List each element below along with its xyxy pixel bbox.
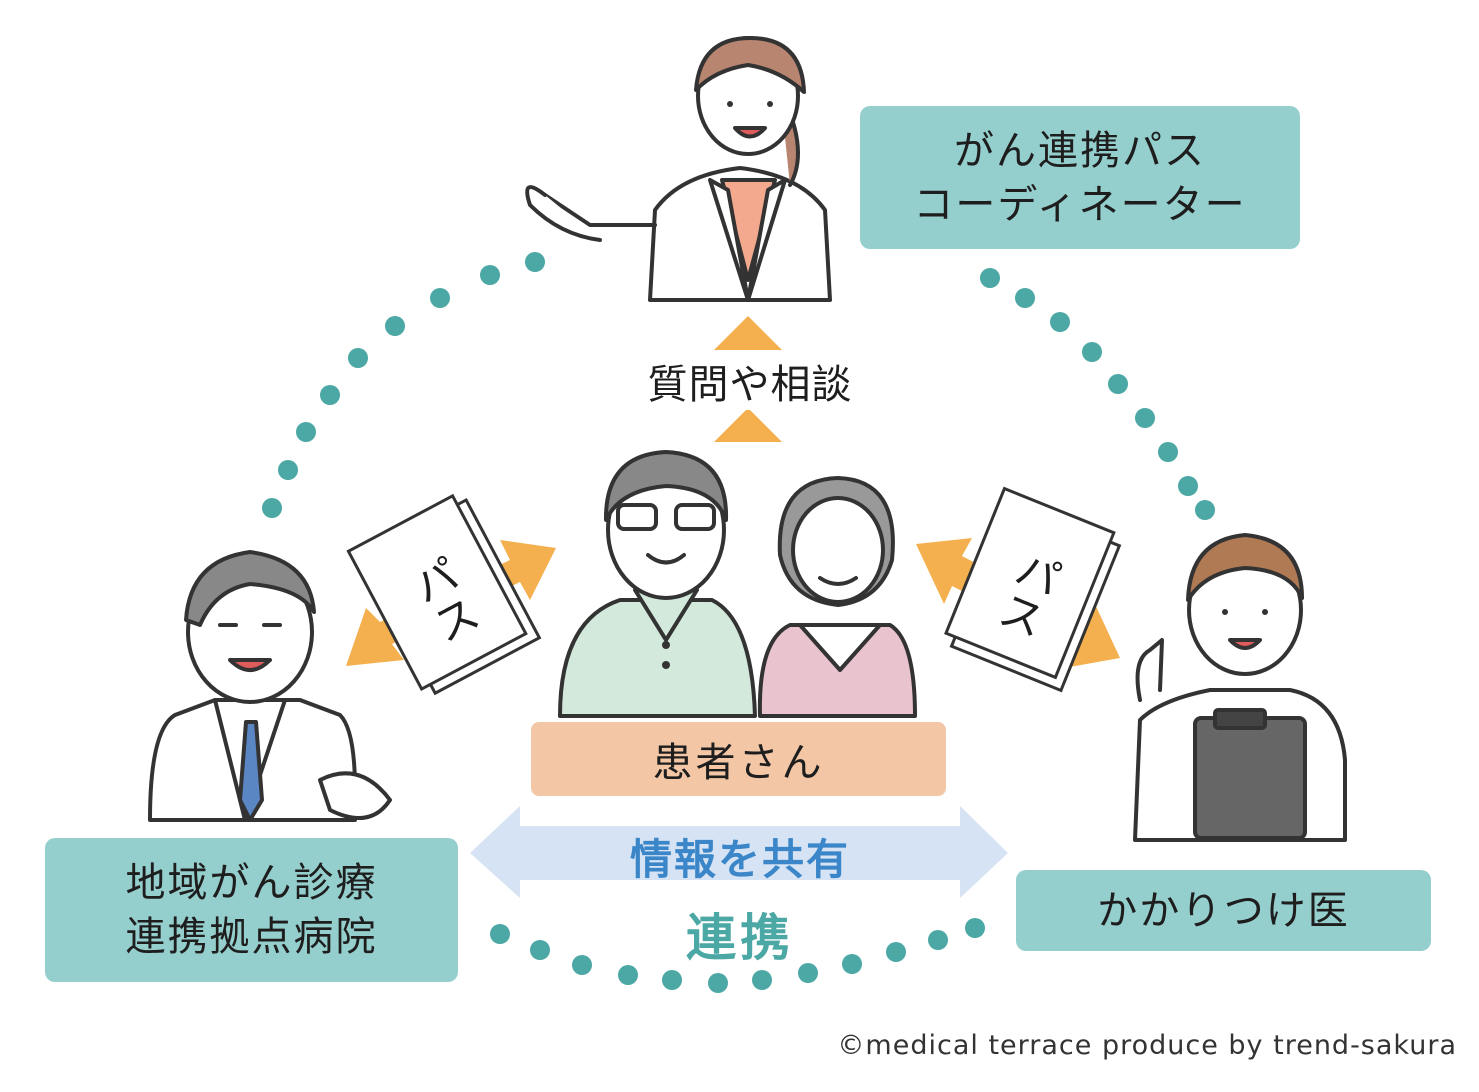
hospital-label-line1: 地域がん診療 — [126, 856, 378, 910]
patient-woman-illustration — [760, 478, 915, 716]
ring-dot — [1195, 500, 1215, 520]
ring-dot — [1015, 288, 1035, 308]
gp-label-box: かかりつけ医 — [1016, 870, 1431, 951]
ring-dot — [480, 265, 500, 285]
ring-dot — [928, 930, 948, 950]
collaboration-label: 連携 — [620, 898, 860, 970]
ring-dot — [320, 385, 340, 405]
coordinator-label-box: がん連携パス コーディネーター — [860, 106, 1300, 249]
ring-dot — [1135, 408, 1155, 428]
copyright-credit: ©medical terrace produce by trend-sakura — [837, 1030, 1457, 1061]
ring-dot — [980, 268, 1000, 288]
gp-label-text: かかりつけ医 — [1097, 884, 1349, 938]
patient-label-text: 患者さん — [653, 730, 825, 788]
hospital-label-box: 地域がん診療 連携拠点病院 — [45, 838, 458, 982]
left-pass-document: パス — [348, 491, 539, 698]
hospital-doctor-illustration — [150, 552, 390, 820]
patient-man-illustration — [560, 452, 755, 716]
ring-dot — [1178, 476, 1198, 496]
coordinator-illustration — [527, 38, 830, 300]
ring-dot — [1158, 442, 1178, 462]
question-arrow-lower — [714, 408, 782, 442]
patient-label-box: 患者さん — [531, 722, 946, 796]
ring-dot — [430, 288, 450, 308]
ring-dot — [662, 970, 682, 990]
ring-dot — [1050, 312, 1070, 332]
ring-dot — [296, 422, 316, 442]
ring-dot — [278, 460, 298, 480]
ring-dot — [965, 918, 985, 938]
ring-dot — [530, 940, 550, 960]
ring-dot — [525, 252, 545, 272]
coordinator-label-line2: コーディネーター — [913, 178, 1246, 232]
ring-dot — [348, 348, 368, 368]
ring-dot — [708, 973, 728, 993]
coordinator-label-line1: がん連携パス — [954, 124, 1206, 178]
ring-dot — [1082, 342, 1102, 362]
ring-dot — [752, 970, 772, 990]
question-arrow-upper — [714, 316, 782, 350]
ring-dot — [1108, 374, 1128, 394]
gp-doctor-illustration — [1135, 535, 1345, 840]
share-information-label: 情報を共有 — [540, 826, 940, 887]
question-consultation-label: 質問や相談 — [600, 352, 900, 410]
ring-dot — [262, 498, 282, 518]
ring-dot — [572, 955, 592, 975]
ring-dot — [490, 924, 510, 944]
ring-dot — [886, 942, 906, 962]
ring-dot — [385, 316, 405, 336]
hospital-label-line2: 連携拠点病院 — [126, 910, 378, 964]
